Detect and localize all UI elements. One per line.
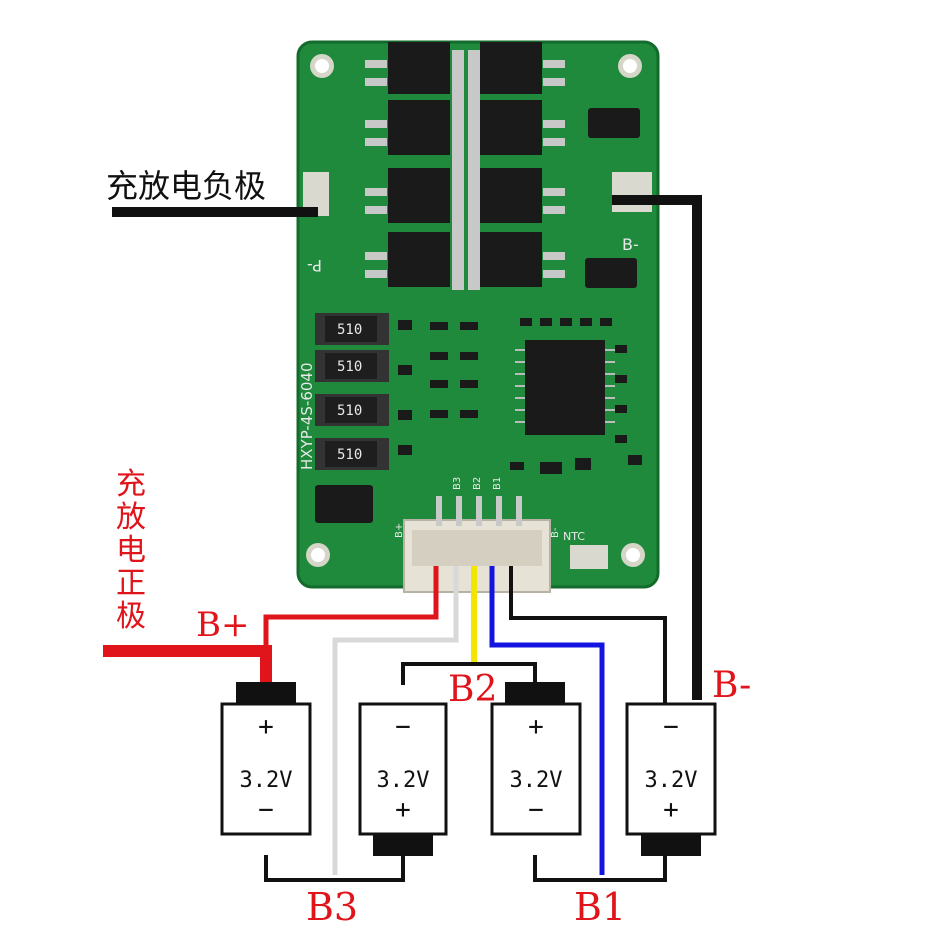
label-b-plus: B+: [196, 605, 250, 645]
pad-p-minus-label: P-: [307, 256, 322, 275]
mounting-hole-icon: [618, 54, 642, 78]
resistor-value: 510: [337, 403, 362, 419]
pad-b-minus: [612, 172, 652, 212]
label-positive-char: 放: [116, 500, 146, 535]
wire-charge-positive: [103, 645, 272, 684]
label-positive-char: 充: [116, 467, 146, 502]
cell-1-top-sign: +: [258, 712, 274, 742]
wire-link-b2: [401, 662, 537, 685]
label-b1: B1: [574, 885, 627, 929]
label-charge-discharge-negative: 充放电负极: [106, 167, 267, 205]
cell-2-bottom-sign: +: [395, 795, 411, 825]
pad-b-minus-label: B-: [622, 235, 639, 254]
battery-cell: [490, 682, 582, 836]
pcb-board: 510 510 510 510: [296, 40, 660, 593]
board-model-label: HXYP-4S-6040: [298, 363, 316, 471]
wire-b-plus: [263, 566, 439, 645]
label-positive-char: 极: [116, 599, 146, 634]
battery-cell: [220, 682, 312, 836]
ntc-label: NTC: [563, 530, 585, 543]
battery-cell: [358, 702, 448, 856]
connector-pin-label: B+: [394, 523, 405, 538]
connector-pin-label: B-: [550, 527, 561, 538]
label-b2: B2: [448, 669, 498, 710]
shunt-resistor: [585, 258, 637, 288]
cell-4-voltage: 3.2V: [644, 768, 698, 793]
cell-3-bottom-sign: −: [528, 795, 544, 825]
cell-4-top-sign: −: [663, 712, 679, 742]
mosfet-array: [388, 42, 542, 287]
cell-3-top-sign: +: [528, 712, 544, 742]
mounting-hole-icon: [621, 543, 645, 567]
label-positive-char: 正: [116, 566, 146, 601]
resistor-value: 510: [337, 447, 362, 463]
label-positive-char: 电: [116, 533, 146, 568]
wire-b-minus-main: [612, 195, 702, 700]
label-b3: B3: [306, 885, 359, 929]
wires: [103, 195, 702, 882]
cell-1-voltage: 3.2V: [239, 768, 293, 793]
wire-link-b1: [533, 855, 667, 882]
ntc-pads: [570, 545, 608, 569]
label-b-minus: B-: [712, 665, 752, 706]
wire-b1: [489, 566, 605, 875]
balance-resistors: [315, 313, 389, 470]
resistor-value: 510: [337, 322, 362, 338]
mounting-hole-icon: [310, 54, 334, 78]
wire-link-b3: [264, 855, 405, 882]
wire-b-minus-balance: [509, 566, 667, 708]
connector-pin-label: B2: [472, 477, 483, 490]
shunt-resistor: [588, 108, 640, 138]
cell-3-voltage: 3.2V: [509, 768, 563, 793]
cell-2-voltage: 3.2V: [376, 768, 430, 793]
battery-cell: [625, 702, 717, 856]
bms-ic-chip: [525, 340, 605, 435]
wire-b3: [332, 566, 459, 875]
cell-4-bottom-sign: +: [663, 795, 679, 825]
mounting-hole-icon: [306, 543, 330, 567]
resistor-value: 510: [337, 359, 362, 375]
connector-pin-label: B1: [492, 477, 503, 490]
cell-2-top-sign: −: [395, 712, 411, 742]
cell-1-bottom-sign: −: [258, 795, 274, 825]
connector-pin-label: B3: [452, 477, 463, 490]
